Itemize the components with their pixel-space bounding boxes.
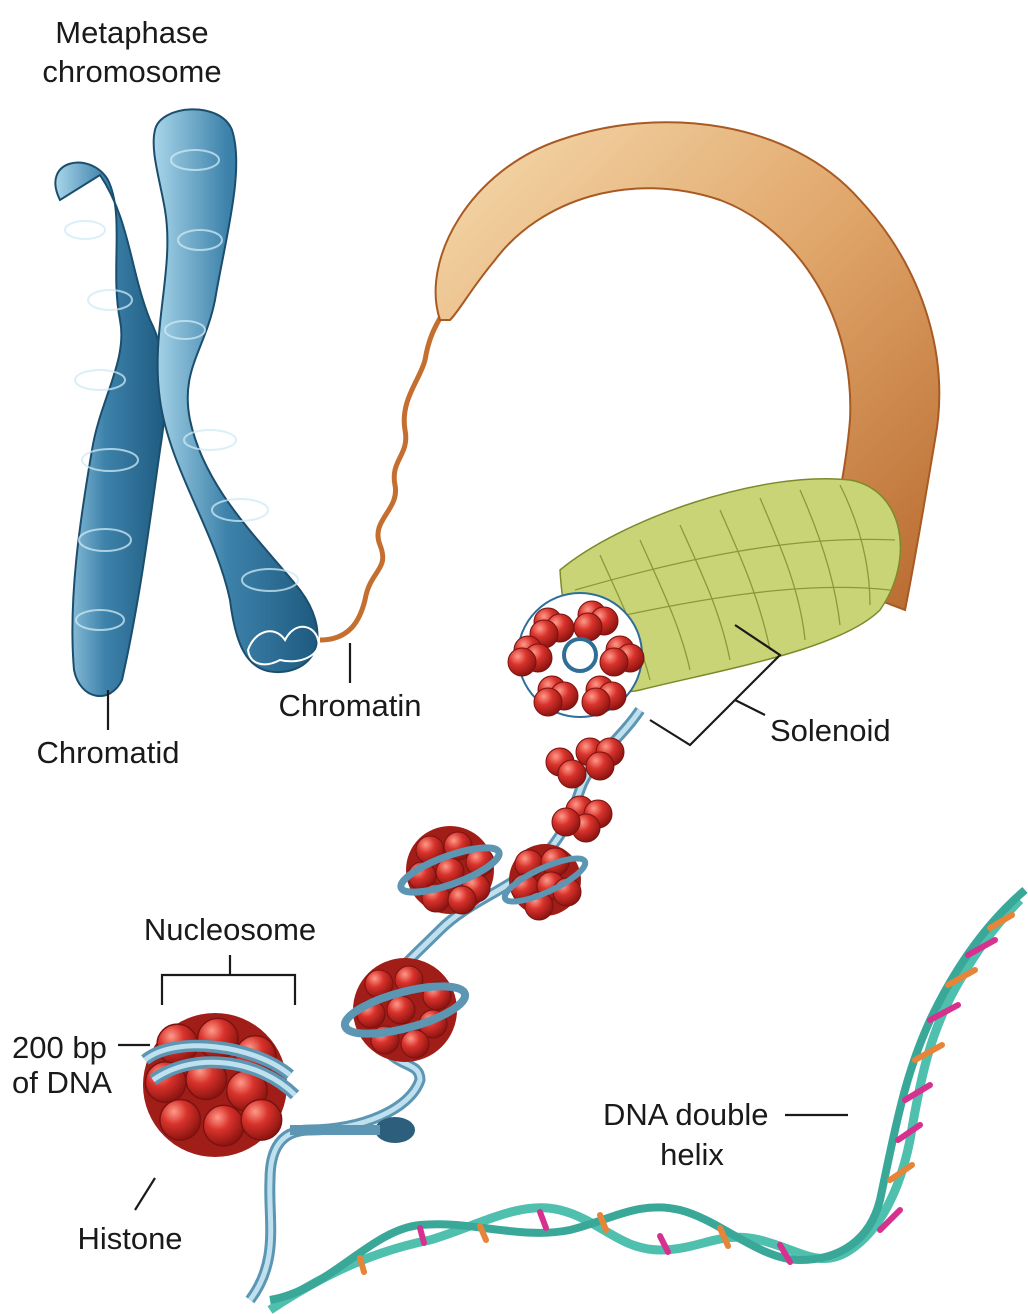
label-histone: Histone (77, 1221, 182, 1256)
solenoid-bracket (649, 624, 782, 747)
nucleosome-medium-3 (340, 958, 470, 1062)
nucleosome-bracket (160, 955, 297, 1005)
label-chromatin: Chromatin (279, 688, 422, 723)
label-helix-line2: helix (660, 1137, 724, 1172)
leader-histone (134, 1177, 156, 1211)
label-metaphase-line1: Metaphase (55, 15, 208, 50)
label-helix-line1: DNA double (603, 1097, 768, 1132)
nucleosome-chain (141, 706, 645, 1304)
chromatin-loop (434, 121, 941, 612)
labels: Metaphase chromosome Chromatid Chromatin… (12, 15, 891, 1256)
chromatin-fiber (319, 298, 453, 643)
label-nucleosome: Nucleosome (144, 912, 316, 947)
solenoid-coil (559, 478, 902, 693)
label-200bp-line2: of DNA (12, 1065, 112, 1100)
label-solenoid: Solenoid (770, 713, 891, 748)
solenoid-cross-section (507, 592, 645, 718)
chromatid-right (152, 108, 319, 674)
linker-bead (375, 1117, 415, 1143)
label-chromatid: Chromatid (37, 735, 180, 770)
dna-double-helix (267, 886, 1028, 1314)
nucleosome-medium-1 (397, 826, 503, 915)
metaphase-chromosome (54, 108, 320, 697)
nucleosome-medium-2 (501, 844, 589, 921)
label-200bp-line1: 200 bp (12, 1030, 107, 1065)
chromatid-left (54, 161, 167, 697)
label-metaphase-line2: chromosome (42, 54, 221, 89)
nucleosome-large (141, 1013, 300, 1157)
